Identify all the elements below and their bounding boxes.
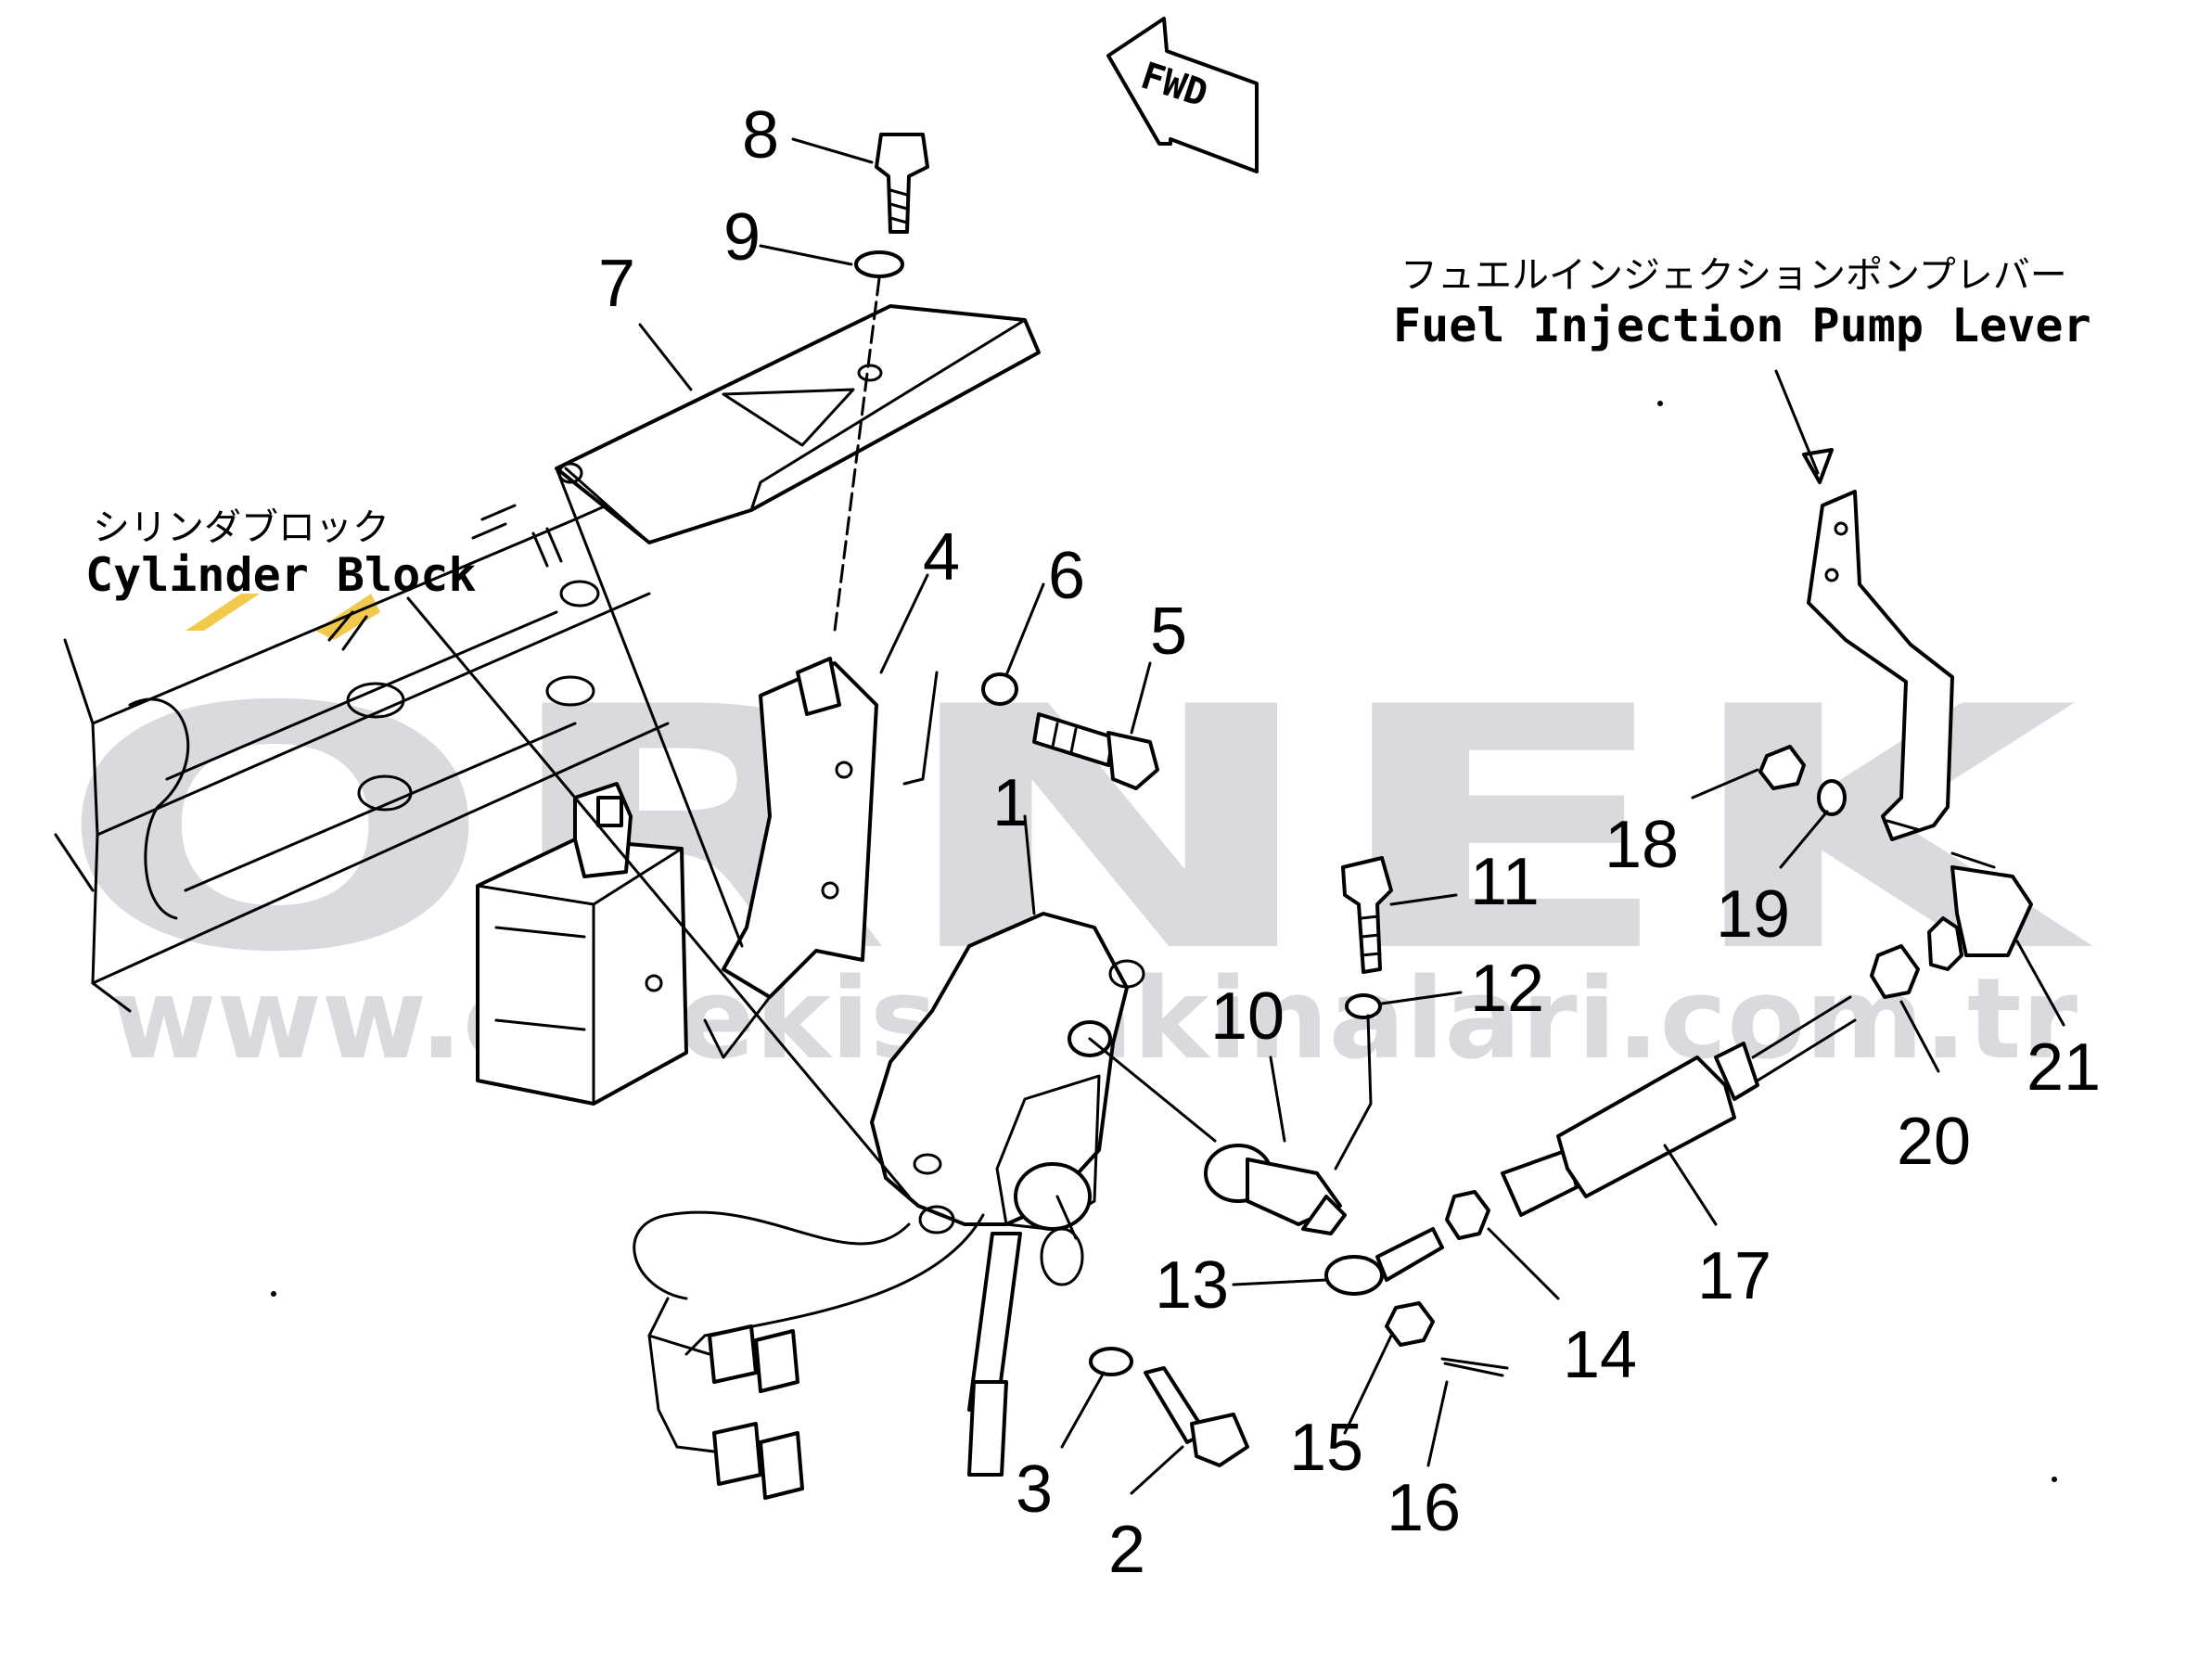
callout-17: 17 (1697, 1239, 1771, 1313)
callout-19: 19 (1716, 877, 1790, 952)
part-11-bolt (1341, 856, 1393, 974)
part-21-elbow (1927, 851, 2033, 971)
watermark-accent (185, 594, 380, 640)
callout-10: 10 (1210, 979, 1285, 1054)
part-1-governor-motor (633, 912, 1217, 1477)
part-6-washer (981, 672, 1018, 706)
part-20-nut (1870, 944, 1920, 999)
part-9-washer (854, 250, 904, 278)
callout-12: 12 (1470, 952, 1544, 1026)
pump-lever (1807, 490, 1954, 841)
part-2-bolt (1144, 1366, 1249, 1467)
speck (2052, 1477, 2057, 1482)
fwd-direction-arrow: FWD (1106, 17, 1259, 173)
part-4-bracket (703, 657, 878, 1059)
part-17-cylinder (1501, 995, 1857, 1217)
callout-8: 8 (742, 98, 779, 173)
callout-13: 13 (1155, 1248, 1229, 1323)
part-10-ball-joint (1204, 1144, 1347, 1235)
callout-6: 6 (1048, 539, 1085, 613)
leader-lines (406, 137, 2065, 1495)
callout-labels: 1 2 3 4 5 6 7 8 9 10 11 12 13 14 15 16 1… (598, 98, 2101, 1587)
callout-4: 4 (923, 520, 960, 595)
part-14-nut (1445, 1190, 1490, 1240)
callout-11: 11 (1470, 845, 1540, 919)
harness-connectors (647, 1297, 804, 1500)
callout-2: 2 (1108, 1513, 1145, 1587)
part-16-cotter-pin (1440, 1357, 1509, 1377)
callout-15: 15 (1289, 1411, 1363, 1485)
part-3-washer (1089, 1347, 1133, 1376)
caption-cylinder-block: シリンダブロック Cylinder Block (85, 506, 476, 602)
caption-cylinder-block-jp: シリンダブロック (93, 506, 390, 549)
callout-5: 5 (1150, 595, 1187, 669)
callout-14: 14 (1563, 1318, 1637, 1392)
part-13-rod-end (1324, 1227, 1444, 1296)
part-7-cover (555, 304, 1041, 544)
part-8-bolt (875, 133, 929, 234)
speck (271, 1291, 276, 1297)
callout-20: 20 (1897, 1105, 1971, 1179)
callout-3: 3 (1016, 1452, 1053, 1527)
caption-pump-lever-en: Fuel Injection Pump Lever (1393, 299, 2091, 352)
caption-pump-lever: フュエルインジェクションポンプレバー Fuel Injection Pump L… (1393, 254, 2091, 352)
callout-9: 9 (723, 200, 761, 275)
callout-18: 18 (1605, 808, 1679, 882)
callout-16: 16 (1387, 1471, 1461, 1545)
part-19-washer (1817, 779, 1847, 816)
caption-pump-lever-jp: フュエルインジェクションポンプレバー (1400, 254, 2067, 297)
speck (1657, 401, 1663, 406)
caption-cylinder-block-en: Cylinder Block (85, 548, 476, 602)
part-12-washer (1345, 993, 1382, 1019)
part-15-nut (1385, 1301, 1435, 1347)
callout-1: 1 (992, 766, 1029, 840)
callout-7: 7 (598, 247, 635, 321)
part-18-nut (1758, 745, 1806, 790)
callout-21: 21 (2027, 1030, 2101, 1105)
part-5-bolt (1032, 712, 1159, 790)
